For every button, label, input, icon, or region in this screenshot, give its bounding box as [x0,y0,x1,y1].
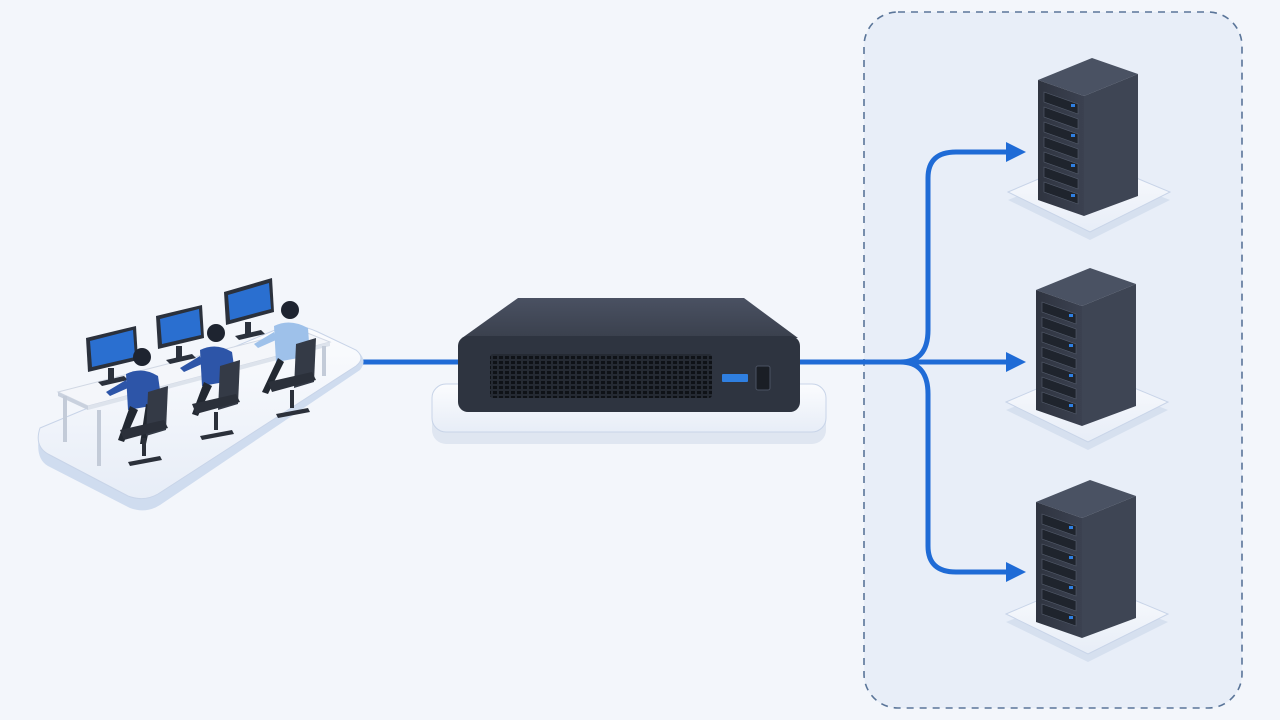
drive-bay-icon [1041,528,1077,552]
port-icon [755,365,771,391]
drive-bay-icon [1041,603,1077,627]
chair-icon [268,338,316,418]
chair-icon [120,386,168,466]
drive-bay-icon [1041,316,1077,340]
status-led-icon [1069,374,1073,377]
drive-bay-icon [1041,346,1077,370]
drive-bay-icon [1043,136,1079,160]
drive-bay-icon [1043,151,1079,175]
link-to-server-3 [899,359,1026,582]
status-led-icon [722,374,748,382]
workstation-group [37,278,364,511]
server-1 [1006,58,1172,240]
drive-bay-icon [1041,588,1077,612]
status-led-icon [1071,164,1075,167]
drive-bay-icon [1041,543,1077,567]
desk-leg [63,396,67,442]
monitor-icon [224,278,274,340]
monitor-icon [86,326,138,386]
status-led-icon [1071,134,1075,137]
drive-bay-icon [1041,573,1077,597]
monitor-icon [156,305,204,364]
drive-bay-icon [1041,376,1077,400]
status-led-icon [1071,194,1075,197]
status-led-icon [1071,104,1075,107]
vent-grille [490,354,712,398]
server-racks [1004,58,1172,662]
connectors [328,142,1026,582]
rack-top [1036,268,1136,306]
status-led-icon [1069,586,1073,589]
server-2 [1004,268,1170,450]
status-led-icon [1069,526,1073,529]
drive-bay-icon [1041,331,1077,355]
status-led-icon [1069,404,1073,407]
drive-bay-icon [1041,391,1077,415]
status-led-icon [1069,314,1073,317]
drive-bay-icon [1043,181,1079,205]
drive-bay-icon [1041,361,1077,385]
desk-leg [97,410,101,466]
chair-icon [192,360,240,440]
drive-bay-icon [1043,121,1079,145]
rack-top [1038,58,1138,96]
rack-top [1036,480,1136,518]
link-to-server-1 [899,142,1026,365]
rack-side [1082,496,1136,638]
load-balancer [431,298,827,444]
rack-side [1084,74,1138,216]
status-led-icon [1069,344,1073,347]
drive-bay-icon [1041,558,1077,582]
drive-bay-icon [1041,513,1077,537]
desk-leg [322,346,326,376]
drive-bay-icon [1043,166,1079,190]
drive-bay-icon [1043,106,1079,130]
drive-bay-icon [1043,91,1079,115]
status-led-icon [1069,616,1073,619]
status-led-icon [1069,556,1073,559]
server-3 [1004,480,1170,662]
rack-side [1082,284,1136,426]
drive-bay-icon [1041,301,1077,325]
person-icon [254,301,310,394]
balancer-top [462,298,798,338]
